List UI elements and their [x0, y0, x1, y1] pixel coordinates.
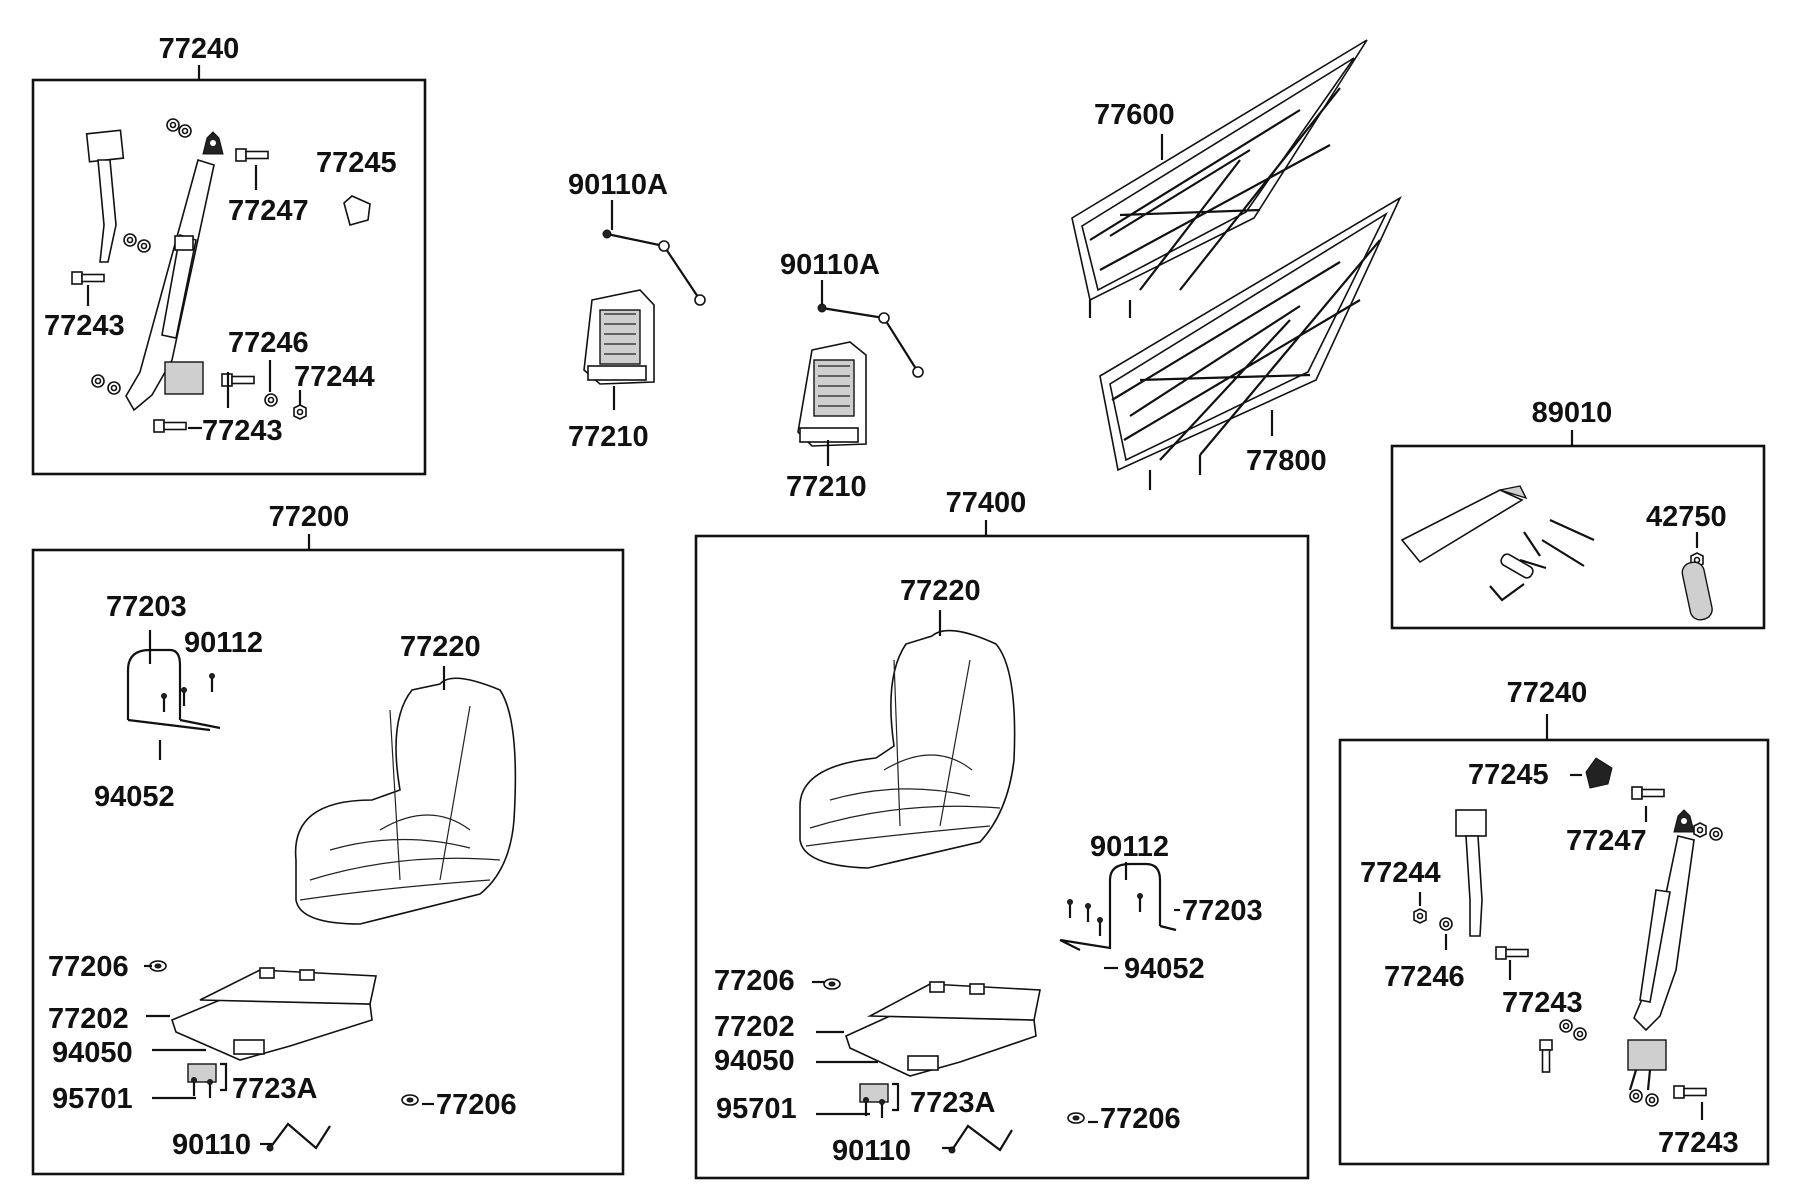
- label-77244: 77244: [1360, 857, 1441, 889]
- label-77210: 77210: [786, 471, 867, 503]
- belt-group-right-box: [1338, 738, 1770, 1166]
- label-77247: 77247: [1566, 825, 1647, 857]
- label-94050: 94050: [52, 1037, 133, 1069]
- label-77245: 77245: [316, 147, 397, 179]
- label-77203: 77203: [1182, 895, 1263, 927]
- label-77210: 77210: [568, 421, 649, 453]
- bolt-77243-b: [1673, 1085, 1707, 1099]
- label-77206: 77206: [48, 951, 129, 983]
- group-title: 77400: [946, 487, 1027, 519]
- label-90110A: 90110A: [568, 169, 668, 201]
- seat-group-left-box: [31, 548, 625, 1176]
- label-95701: 95701: [52, 1083, 133, 1115]
- label-90112: 90112: [184, 627, 263, 659]
- seat-cover-group-a: 90110A 77210 90110A 77210: [568, 169, 924, 503]
- label-77800: 77800: [1246, 445, 1327, 477]
- label-77220: 77220: [900, 575, 981, 607]
- label-77202: 77202: [48, 1003, 129, 1035]
- seat-rail: [171, 967, 377, 1061]
- bolt-77243-a: [1539, 1039, 1553, 1073]
- part-42750: [1681, 561, 1713, 621]
- seat-group-right-box: [694, 534, 1310, 1180]
- door-net-77600: 77600: [1071, 39, 1368, 318]
- label-94050: 94050: [714, 1045, 795, 1077]
- label-7723A: 7723A: [232, 1073, 318, 1105]
- label-77243: 77243: [202, 415, 283, 447]
- bolt-77247: [235, 148, 269, 162]
- seat-back-pad: [583, 289, 655, 385]
- seat-shell: [294, 677, 517, 925]
- seat-shell: [799, 629, 1016, 869]
- label-77243: 77243: [44, 310, 125, 342]
- label-77243: 77243: [1502, 987, 1583, 1019]
- cap-77245: [343, 195, 371, 226]
- label-77243: 77243: [1658, 1127, 1739, 1159]
- bolt-77246: [221, 373, 255, 387]
- bolt-77246: [1495, 946, 1529, 960]
- seat-back-pad: [797, 341, 867, 447]
- group-title: 77240: [1507, 677, 1588, 709]
- belt-group-left: 77240 77245 77247 77243 77246: [31, 33, 427, 476]
- handle-bracket: [1059, 862, 1177, 951]
- label-77206: 77206: [714, 965, 795, 997]
- label-94052: 94052: [94, 781, 175, 813]
- label-77247: 77247: [228, 195, 309, 227]
- label-77244: 77244: [294, 361, 375, 393]
- label-77206: 77206: [1100, 1103, 1181, 1135]
- belt-group-left-box: [31, 78, 427, 476]
- toolkit-group: 89010 42750: [1390, 397, 1766, 630]
- switch-7723A: [859, 1083, 889, 1120]
- seat-rail: [845, 981, 1041, 1077]
- group-title: 89010: [1532, 397, 1613, 429]
- bolt-77247: [1631, 786, 1665, 800]
- label-90110: 90110: [832, 1135, 911, 1167]
- label-77203: 77203: [106, 591, 187, 623]
- handle-bracket: [126, 648, 221, 732]
- label-77220: 77220: [400, 631, 481, 663]
- retractor-belt: [1627, 809, 1695, 1091]
- seat-group-right: 77400 77220 90112 77203 94052: [694, 487, 1310, 1180]
- group-title: 77200: [269, 501, 350, 533]
- cap-77245: [1585, 757, 1613, 789]
- label-77206: 77206: [436, 1089, 517, 1121]
- buckle-stalk: [1455, 809, 1487, 937]
- label-90110: 90110: [172, 1129, 251, 1161]
- label-95701: 95701: [716, 1093, 797, 1125]
- label-77246: 77246: [1384, 961, 1465, 993]
- belt-group-right: 77240 77245 77247 77244 77: [1338, 677, 1770, 1166]
- bolt-77243-b: [153, 419, 187, 433]
- toolkit-box: [1390, 444, 1766, 630]
- label-90110A: 90110A: [780, 249, 880, 281]
- label-77245: 77245: [1468, 759, 1549, 791]
- label-77600: 77600: [1094, 99, 1175, 131]
- tool-pouch: [1400, 485, 1528, 564]
- group-title: 77240: [159, 33, 240, 65]
- label-90112: 90112: [1090, 831, 1169, 863]
- bolt-77243-a: [71, 271, 105, 285]
- label-7723A: 7723A: [910, 1087, 996, 1119]
- label-42750: 42750: [1646, 501, 1727, 533]
- label-94052: 94052: [1124, 953, 1205, 985]
- retractor-belt: [125, 131, 224, 412]
- switch-7723A: [187, 1063, 217, 1100]
- buckle-stalk: [85, 129, 125, 263]
- door-net-77800: 77800: [1099, 195, 1402, 490]
- seat-group-left: 77200 77203 90112 94052 77220: [31, 501, 625, 1176]
- label-77202: 77202: [714, 1011, 795, 1043]
- label-77246: 77246: [228, 327, 309, 359]
